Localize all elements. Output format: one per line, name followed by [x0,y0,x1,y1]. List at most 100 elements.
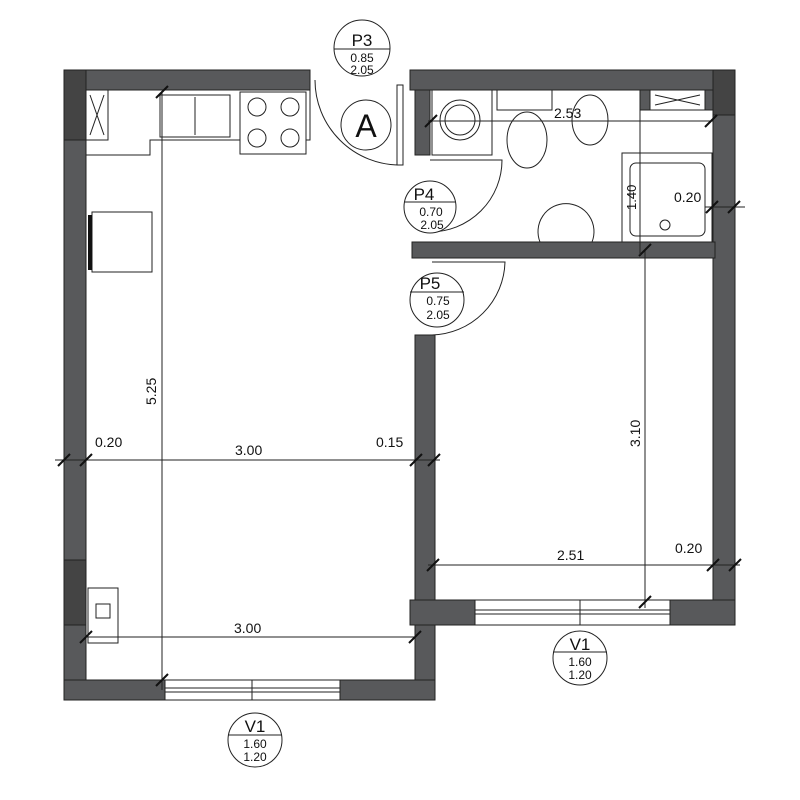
wall-bath-left [414,89,431,156]
plan-line [552,630,608,686]
washbasin [537,203,595,243]
wall-bottom-left-a [63,679,166,701]
plan-line [728,558,742,572]
dimension-labels: 0.20 3.00 0.15 3.00 5.25 2.53 1.40 0.20 … [95,105,702,636]
plan-line [403,180,457,234]
dim-bath-wall: 0.20 [674,189,701,205]
wall-right [712,69,736,626]
window-tag-v1-right: V1 1.60 1.20 [552,630,608,686]
plan-line [474,599,671,626]
label: 0.85 [350,51,374,65]
door-p3-swing [314,79,404,166]
label: 2.05 [350,63,374,77]
wall-corner-top-left [63,69,87,141]
dim-kitchen-width: 3.00 [235,442,262,458]
door-tag-p3: P3 0.85 2.05 [333,19,391,77]
plan-line [155,85,169,99]
plan-line [444,104,476,136]
plan-line [704,114,718,128]
label: 1.20 [568,668,592,682]
plan-line [439,99,481,141]
wall-partition [414,334,436,701]
label: P4 [414,185,435,204]
plan-line [280,97,300,117]
dim-left-wall: 0.20 [95,434,122,450]
label: A [355,108,377,144]
label: 2.05 [420,218,444,232]
plan-line [247,97,267,117]
toilet [506,111,548,169]
stove [239,91,307,155]
label: 2.05 [426,308,450,322]
kitchen-fixtures [85,89,311,644]
window-tag-v1-left: V1 1.60 1.20 [227,712,283,768]
label: V1 [245,717,266,736]
plan-line [426,558,440,572]
plan-line [427,453,441,467]
window-bottom-left [164,679,341,701]
plan-line [79,453,93,467]
plan-line [654,94,701,106]
plan-line [424,114,438,128]
door-tag-p4: P4 0.70 2.05 [403,180,457,234]
fridge [91,211,153,273]
plan-line [659,219,671,231]
label: 1.60 [243,737,267,751]
door-p4-swing [429,159,503,233]
plan-line [79,630,93,644]
dim-right-wall: 0.20 [675,540,702,556]
dim-room-width: 2.51 [557,547,584,563]
wall-bath-bottom [411,241,716,259]
dim-bath-depth: 1.40 [624,185,639,210]
wall-top-left [63,69,311,91]
dim-kitchen-length: 5.25 [143,378,159,405]
dimension-lines [55,85,745,690]
plan-line [431,261,506,336]
door-p5-swing [431,261,506,336]
wall-bottom-right-b [669,599,736,626]
plan-line [314,79,401,166]
plan-line [227,712,283,768]
dim-partition: 0.15 [376,434,403,450]
wall-column-left [63,559,87,626]
plan-line [280,128,300,148]
plan-line [629,162,706,237]
dim-room-length: 3.10 [627,420,643,447]
plan-line [333,19,391,77]
label: V1 [570,635,591,654]
plan-line [408,630,422,644]
label: P5 [420,274,441,293]
bidet [571,94,609,146]
entry-marker: A [340,99,392,151]
plan-line [496,89,553,111]
wall-bottom-left-b [339,679,436,701]
plan-line [95,603,111,619]
wall-top-right [409,69,736,91]
plan-line [89,94,105,136]
dim-bath-width: 2.53 [554,105,581,121]
plan-line [638,243,652,257]
label: P3 [352,31,373,50]
plan-line [429,159,503,233]
plan-line [409,453,423,467]
wall-right-corner [712,69,736,116]
door-tag-p5: P5 0.75 2.05 [409,272,465,328]
plan-line [396,84,404,166]
plan-line [247,128,267,148]
label: 0.75 [426,294,450,308]
label: 1.20 [243,750,267,764]
plan-line [57,453,71,467]
plan-line [155,673,169,687]
plan-line [727,200,741,214]
plan-line [88,215,92,270]
plan-line [706,558,720,572]
plan-line [705,200,719,214]
plan-line [340,99,392,151]
washing-machine [431,89,493,156]
bathroom-fixtures [431,89,713,243]
dim-bottom-width: 3.00 [234,620,261,636]
plan-line [86,90,311,156]
plan-line [638,595,652,609]
label: 0.70 [419,205,443,219]
